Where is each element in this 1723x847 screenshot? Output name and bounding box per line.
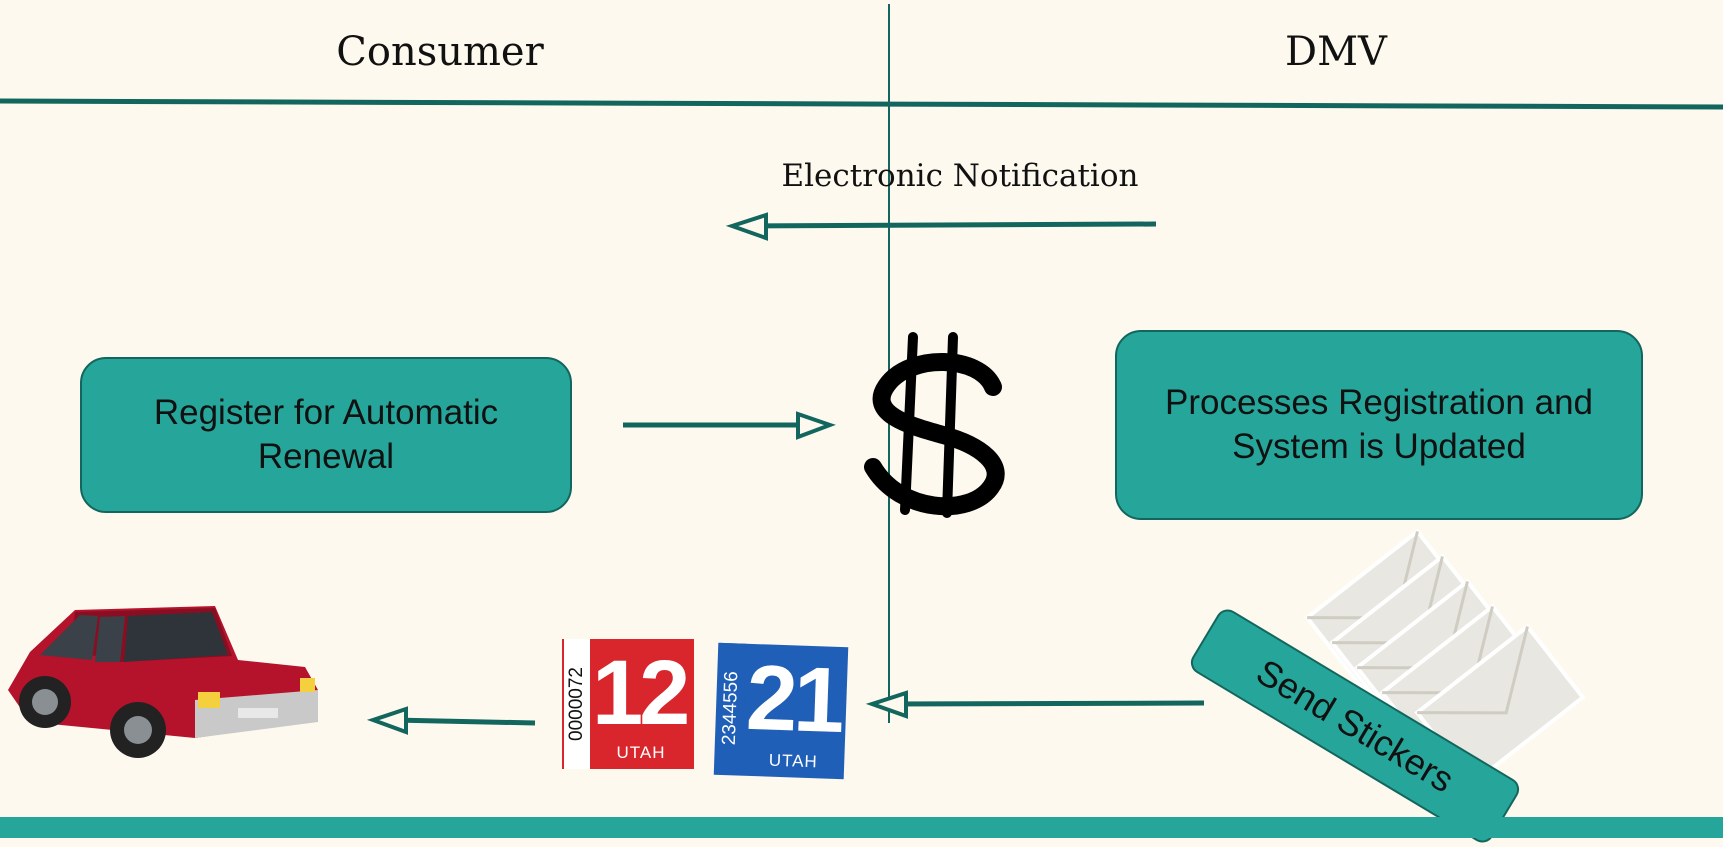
stickers-to-car-arrow <box>392 717 536 726</box>
stickers-to-car-arrowhead <box>366 706 408 735</box>
sticker-serial-box: 2344556 <box>715 642 747 774</box>
registration-sticker: 2344556 21 UTAH <box>713 642 849 780</box>
red-car-icon <box>8 606 318 758</box>
send-to-stickers-arrowhead <box>865 690 908 719</box>
step-process-box: Processes Registration and System is Upd… <box>1115 330 1643 520</box>
lane-title-dmv: DMV <box>1285 29 1387 75</box>
step-register-label: Register for Automatic Renewal <box>153 393 499 476</box>
registration-sticker: 0000072 12 UTAH <box>562 639 694 769</box>
dollar-sign-icon <box>864 332 1005 518</box>
notification-arrow <box>747 221 1157 229</box>
sticker-serial-box: 0000072 <box>564 639 590 769</box>
lane-title-consumer: Consumer <box>336 29 544 75</box>
sticker-number: 12 <box>592 642 690 744</box>
step-register-box: Register for Automatic Renewal <box>80 357 572 513</box>
sticker-number: 21 <box>744 646 843 753</box>
sticker-serial: 2344556 <box>718 670 743 746</box>
sticker-state: UTAH <box>616 743 666 762</box>
step-process-label: Processes Registration and System is Upd… <box>1165 383 1593 466</box>
send-to-stickers-arrow <box>892 700 1205 707</box>
notification-arrowhead <box>725 212 768 241</box>
header-divider <box>0 98 1723 110</box>
notification-label: Electronic Notification <box>781 158 1139 194</box>
register-to-payment-arrowhead <box>796 411 836 440</box>
footer-bar <box>0 817 1723 838</box>
sticker-state: UTAH <box>768 750 819 772</box>
sticker-serial: 0000072 <box>566 667 587 741</box>
